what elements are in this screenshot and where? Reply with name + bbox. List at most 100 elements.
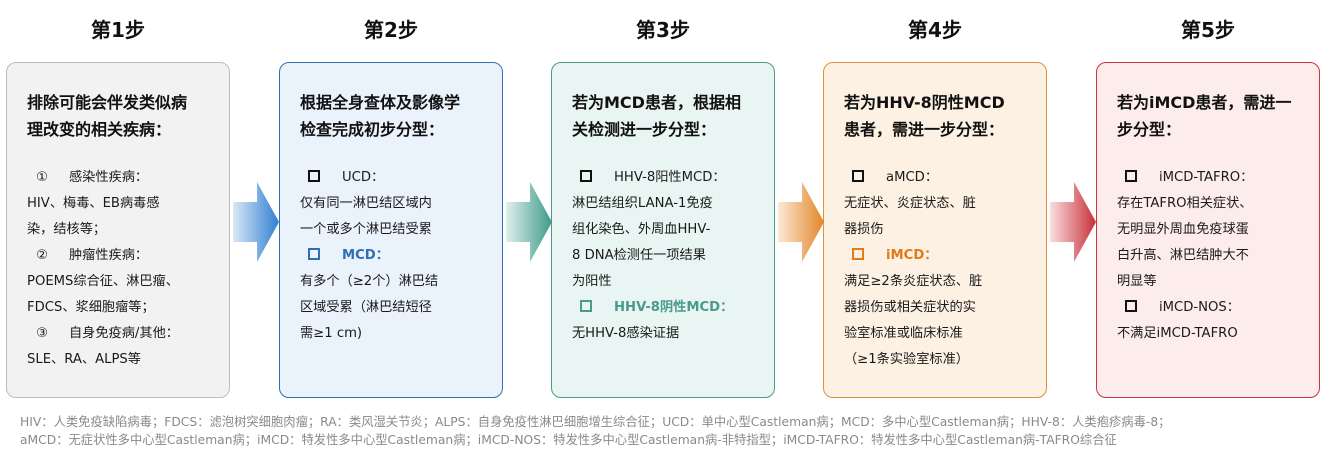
card-line-text: 感染性疾病： bbox=[69, 170, 149, 185]
card-heading-line: 排除可能会伴发类似病 bbox=[27, 93, 188, 112]
card-line-text: FDCS、浆细胞瘤等； bbox=[27, 300, 155, 315]
card-line: 存在TAFRO相关症状、 bbox=[1117, 191, 1311, 217]
flow-arrow-3 bbox=[778, 182, 824, 262]
card-line-text: aMCD： bbox=[886, 170, 939, 185]
card-heading-line: 根据全身查体及影像学 bbox=[300, 93, 461, 112]
arrow-shape bbox=[1050, 182, 1096, 262]
card-line: iMCD-NOS： bbox=[1117, 295, 1311, 321]
card-line: FDCS、浆细胞瘤等； bbox=[27, 295, 221, 321]
card-line: 有多个（≥2个）淋巴结 bbox=[300, 269, 494, 295]
card-line-text: HIV、梅毒、EB病毒感 bbox=[27, 196, 160, 211]
step-title-3: 第3步 bbox=[636, 18, 690, 42]
card-heading-line: 若为HHV-8阴性MCD bbox=[844, 93, 1005, 112]
card-line-text: iMCD-TAFRO： bbox=[1159, 170, 1254, 185]
card-line: 一个或多个淋巴结受累 bbox=[300, 217, 494, 243]
card-line-text: POEMS综合征、淋巴瘤、 bbox=[27, 274, 179, 289]
card-body: ① 感染性疾病： HIV、梅毒、EB病毒感染，结核等； ② 肿瘤性疾病： POEMS综合征… bbox=[27, 165, 221, 373]
card-line-text: 无HHV-8感染证据 bbox=[572, 326, 680, 341]
card-line-text: 无明显外周血免疫球蛋 bbox=[1117, 222, 1249, 237]
card-line: POEMS综合征、淋巴瘤、 bbox=[27, 269, 221, 295]
card-line-text: 需≥1 cm) bbox=[300, 326, 363, 341]
card-line-text: 区域受累（淋巴结短径 bbox=[300, 300, 432, 315]
footnote: HIV：人类免疫缺陷病毒；FDCS：滤泡树突细胞肉瘤；RA：类风湿关节炎；ALP… bbox=[20, 413, 1320, 449]
square-bullet-icon bbox=[1125, 300, 1137, 312]
card-line-text: 明显等 bbox=[1117, 274, 1157, 289]
footnote-line-2: aMCD：无症状性多中心型Castleman病；iMCD：特发性多中心型Cast… bbox=[20, 433, 1117, 447]
step-card-4: 若为HHV-8阴性MCD 患者，需进一步分型： aMCD： 无症状、炎症状态、脏器损伤… bbox=[823, 62, 1047, 398]
card-line-text: （≥1条实验室标准） bbox=[844, 352, 969, 367]
step-title-2: 第2步 bbox=[364, 18, 418, 42]
card-heading-line: 理改变的相关疾病： bbox=[27, 120, 172, 139]
card-line-text: 验室标准或临床标准 bbox=[844, 326, 963, 341]
circled-number: ① bbox=[36, 170, 48, 185]
card-line-text: 淋巴结组织LANA-1免疫 bbox=[572, 196, 713, 211]
card-heading: 若为MCD患者，根据相关检测进一步分型： bbox=[572, 89, 766, 143]
step-card-1: 排除可能会伴发类似病理改变的相关疾病： ① 感染性疾病： HIV、梅毒、EB病毒感染，… bbox=[6, 62, 230, 398]
card-heading-line: 患者，需进一步分型： bbox=[844, 120, 1005, 139]
card-heading: 根据全身查体及影像学检查完成初步分型： bbox=[300, 89, 494, 143]
card-line-text: 不满足iMCD-TAFRO bbox=[1117, 326, 1238, 341]
square-bullet-icon bbox=[852, 170, 864, 182]
card-line-text: MCD： bbox=[342, 248, 389, 263]
card-line: HHV-8阴性MCD： bbox=[572, 295, 766, 321]
card-line: ② 肿瘤性疾病： bbox=[27, 243, 221, 269]
card-line-text: HHV-8阴性MCD： bbox=[614, 300, 734, 315]
card-line: HIV、梅毒、EB病毒感 bbox=[27, 191, 221, 217]
card-line-text: UCD： bbox=[342, 170, 385, 185]
flow-arrow-2 bbox=[506, 182, 552, 262]
footnote-line-1: HIV：人类免疫缺陷病毒；FDCS：滤泡树突细胞肉瘤；RA：类风湿关节炎；ALP… bbox=[20, 415, 1171, 429]
square-bullet-icon bbox=[852, 248, 864, 260]
card-line-text: 存在TAFRO相关症状、 bbox=[1117, 196, 1253, 211]
step-title-5: 第5步 bbox=[1181, 18, 1235, 42]
square-bullet-icon bbox=[308, 248, 320, 260]
card-line: iMCD： bbox=[844, 243, 1038, 269]
card-body: UCD： 仅有同一淋巴结区域内一个或多个淋巴结受累 MCD： 有多个（≥2个）淋巴结区… bbox=[300, 165, 494, 347]
card-line: 验室标准或临床标准 bbox=[844, 321, 1038, 347]
card-line: ① 感染性疾病： bbox=[27, 165, 221, 191]
card-line: 不满足iMCD-TAFRO bbox=[1117, 321, 1311, 347]
square-bullet-icon bbox=[580, 300, 592, 312]
card-line-text: 仅有同一淋巴结区域内 bbox=[300, 196, 432, 211]
card-line: 为阳性 bbox=[572, 269, 766, 295]
card-line-text: 自身免疫病/其他： bbox=[69, 326, 179, 341]
card-body: iMCD-TAFRO： 存在TAFRO相关症状、无明显外周血免疫球蛋白升高、淋巴结… bbox=[1117, 165, 1311, 347]
card-line: 无明显外周血免疫球蛋 bbox=[1117, 217, 1311, 243]
card-line: UCD： bbox=[300, 165, 494, 191]
card-line-text: HHV-8阳性MCD： bbox=[614, 170, 726, 185]
card-heading-line: 检查完成初步分型： bbox=[300, 120, 445, 139]
card-line: MCD： bbox=[300, 243, 494, 269]
card-line: 淋巴结组织LANA-1免疫 bbox=[572, 191, 766, 217]
card-line: 组化染色、外周血HHV- bbox=[572, 217, 766, 243]
card-line: 染，结核等； bbox=[27, 217, 221, 243]
card-line-text: 器损伤 bbox=[844, 222, 884, 237]
card-line-text: 有多个（≥2个）淋巴结 bbox=[300, 274, 439, 289]
card-body: HHV-8阳性MCD： 淋巴结组织LANA-1免疫组化染色、外周血HHV-8 DN… bbox=[572, 165, 766, 347]
card-line: 无症状、炎症状态、脏 bbox=[844, 191, 1038, 217]
card-line: 需≥1 cm) bbox=[300, 321, 494, 347]
arrow-shape bbox=[233, 182, 279, 262]
square-bullet-icon bbox=[308, 170, 320, 182]
circled-number: ② bbox=[36, 248, 48, 263]
flow-arrow-4 bbox=[1050, 182, 1096, 262]
card-line: （≥1条实验室标准） bbox=[844, 347, 1038, 373]
card-line-text: 白升高、淋巴结肿大不 bbox=[1117, 248, 1249, 263]
card-line: SLE、RA、ALPS等 bbox=[27, 347, 221, 373]
card-line: aMCD： bbox=[844, 165, 1038, 191]
card-line: 明显等 bbox=[1117, 269, 1311, 295]
card-heading: 若为iMCD患者，需进一步分型： bbox=[1117, 89, 1311, 143]
card-line: 无HHV-8感染证据 bbox=[572, 321, 766, 347]
circled-number: ③ bbox=[36, 326, 48, 341]
card-line: 器损伤 bbox=[844, 217, 1038, 243]
arrow-shape bbox=[778, 182, 824, 262]
card-line-text: 肿瘤性疾病： bbox=[69, 248, 149, 263]
card-line: 8 DNA检测任一项结果 bbox=[572, 243, 766, 269]
square-bullet-icon bbox=[1125, 170, 1137, 182]
step-card-5: 若为iMCD患者，需进一步分型： iMCD-TAFRO： 存在TAFRO相关症状、无… bbox=[1096, 62, 1320, 398]
card-heading-line: 关检测进一步分型： bbox=[572, 120, 717, 139]
card-line-text: 无症状、炎症状态、脏 bbox=[844, 196, 976, 211]
card-line: iMCD-TAFRO： bbox=[1117, 165, 1311, 191]
card-line: HHV-8阳性MCD： bbox=[572, 165, 766, 191]
step-title-1: 第1步 bbox=[91, 18, 145, 42]
card-heading-line: 步分型： bbox=[1117, 120, 1182, 139]
